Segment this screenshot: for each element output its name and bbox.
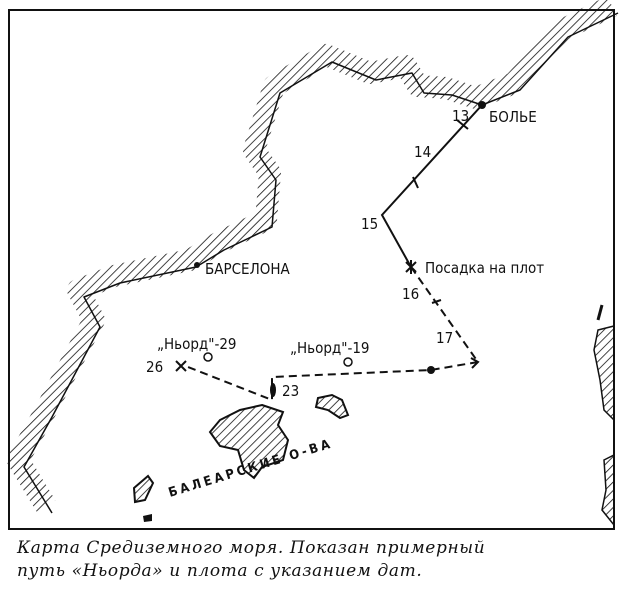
map-caption: Карта Средиземного моря. Показан примерн…	[17, 537, 617, 583]
mainland-coast	[7, 0, 619, 514]
balearic-islands	[132, 393, 350, 522]
menorca	[314, 393, 350, 420]
date-13: 13	[452, 107, 469, 125]
african-coast	[593, 304, 615, 528]
map-frame	[8, 9, 615, 530]
ibiza	[132, 474, 155, 504]
caption-line-1: Карта Средиземного моря. Показан примерн…	[17, 538, 486, 558]
caption-line-2: путь «Ньорда» и плота с указанием дат.	[17, 561, 423, 581]
day23-dot	[270, 383, 276, 397]
formentera	[143, 514, 152, 522]
njord-19-marker	[343, 357, 353, 367]
date-16: 16	[402, 285, 419, 303]
mallorca	[208, 403, 290, 480]
njord-29-marker	[203, 352, 213, 362]
label-barcelona: БАРСЕЛОНА	[205, 260, 290, 278]
bolle-dot	[478, 101, 486, 109]
barcelona-dot	[194, 262, 200, 268]
route	[175, 101, 486, 402]
label-njord-29: „Ньорд"-29	[157, 335, 237, 353]
date-17: 17	[436, 329, 453, 347]
date-14: 14	[414, 143, 431, 161]
label-bolle: БОЛЬЕ	[489, 108, 537, 126]
route-ticks	[175, 119, 469, 372]
date-15: 15	[361, 215, 378, 233]
date-26: 26	[146, 358, 163, 376]
date-23: 23	[282, 382, 299, 400]
label-njord-19: „Ньорд"-19	[290, 339, 370, 357]
position-dot	[427, 366, 435, 374]
label-raft-boarding: Посадка на плот	[425, 259, 544, 277]
